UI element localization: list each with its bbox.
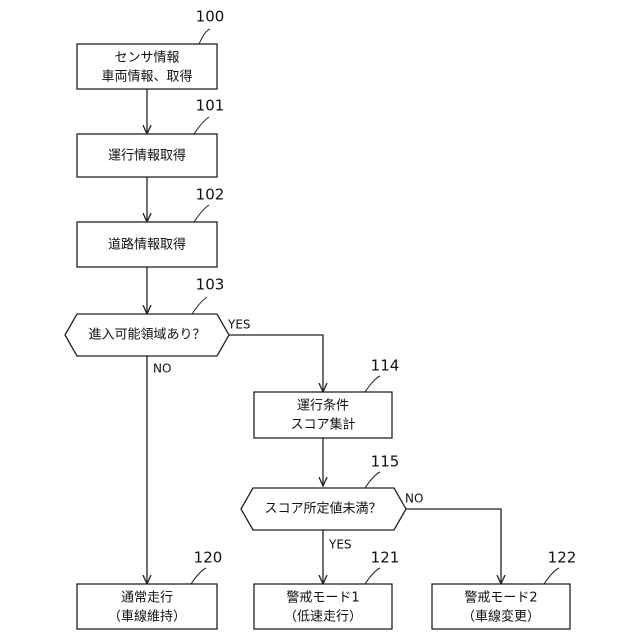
branch-label-103-yes: YES	[227, 318, 251, 332]
node-101-line-1: 運行情報取得	[108, 148, 186, 164]
ref-number-122: 122	[548, 549, 577, 567]
ref-number-100: 100	[196, 8, 225, 26]
ref-number-114: 114	[371, 357, 400, 375]
node-103: 進入可能領域あり？	[65, 314, 229, 356]
leader-114	[365, 376, 380, 392]
leader-121	[365, 568, 380, 584]
leader-100	[199, 29, 210, 44]
node-121: 警戒モード1 （低速走行）	[254, 584, 392, 629]
node-115: スコア所定値未満？	[241, 488, 406, 530]
leader-115	[365, 472, 380, 488]
node-102-line-1: 道路情報取得	[108, 237, 186, 253]
leader-103	[192, 297, 207, 314]
node-122-line-2: （車線変更）	[462, 609, 540, 625]
node-100-line-1: センサ情報	[114, 51, 179, 66]
node-102: 道路情報取得	[77, 222, 217, 267]
branch-label-115-no: NO	[405, 492, 423, 506]
node-114-line-1: 運行条件	[297, 398, 349, 414]
arrow-115-no-to-122	[406, 509, 501, 584]
node-122-line-1: 警戒モード2	[464, 590, 537, 606]
leader-101	[194, 117, 209, 134]
node-120: 通常走行 （車線維持）	[77, 584, 217, 629]
node-114-line-2: スコア集計	[290, 417, 355, 433]
node-101: 運行情報取得	[77, 134, 217, 177]
node-122: 警戒モード2 （車線変更）	[432, 584, 570, 629]
ref-number-101: 101	[196, 97, 225, 115]
branch-label-103-no: NO	[153, 362, 171, 376]
node-120-line-1: 通常走行	[121, 591, 173, 606]
node-121-line-2: （低速走行）	[284, 610, 362, 625]
ref-number-103: 103	[196, 276, 225, 294]
node-100: センサ情報 車両情報、取得	[77, 44, 217, 89]
ref-number-120: 120	[194, 549, 223, 567]
leader-120	[191, 568, 206, 584]
branch-label-115-yes: YES	[328, 538, 352, 552]
node-114: 運行条件 スコア集計	[254, 392, 392, 438]
node-115-line-1: スコア所定値未満？	[264, 501, 381, 517]
ref-number-102: 102	[196, 186, 225, 204]
node-103-line-1: 進入可能領域あり？	[88, 327, 205, 343]
ref-number-115: 115	[371, 453, 400, 471]
ref-number-121: 121	[371, 549, 400, 567]
node-100-line-2: 車両情報、取得	[101, 69, 192, 85]
leader-102	[194, 205, 209, 222]
arrow-103-yes-to-114	[229, 335, 323, 392]
leader-122	[544, 568, 559, 584]
node-121-line-1: 警戒モード1	[286, 590, 359, 606]
node-120-line-2: （車線維持）	[108, 609, 186, 625]
